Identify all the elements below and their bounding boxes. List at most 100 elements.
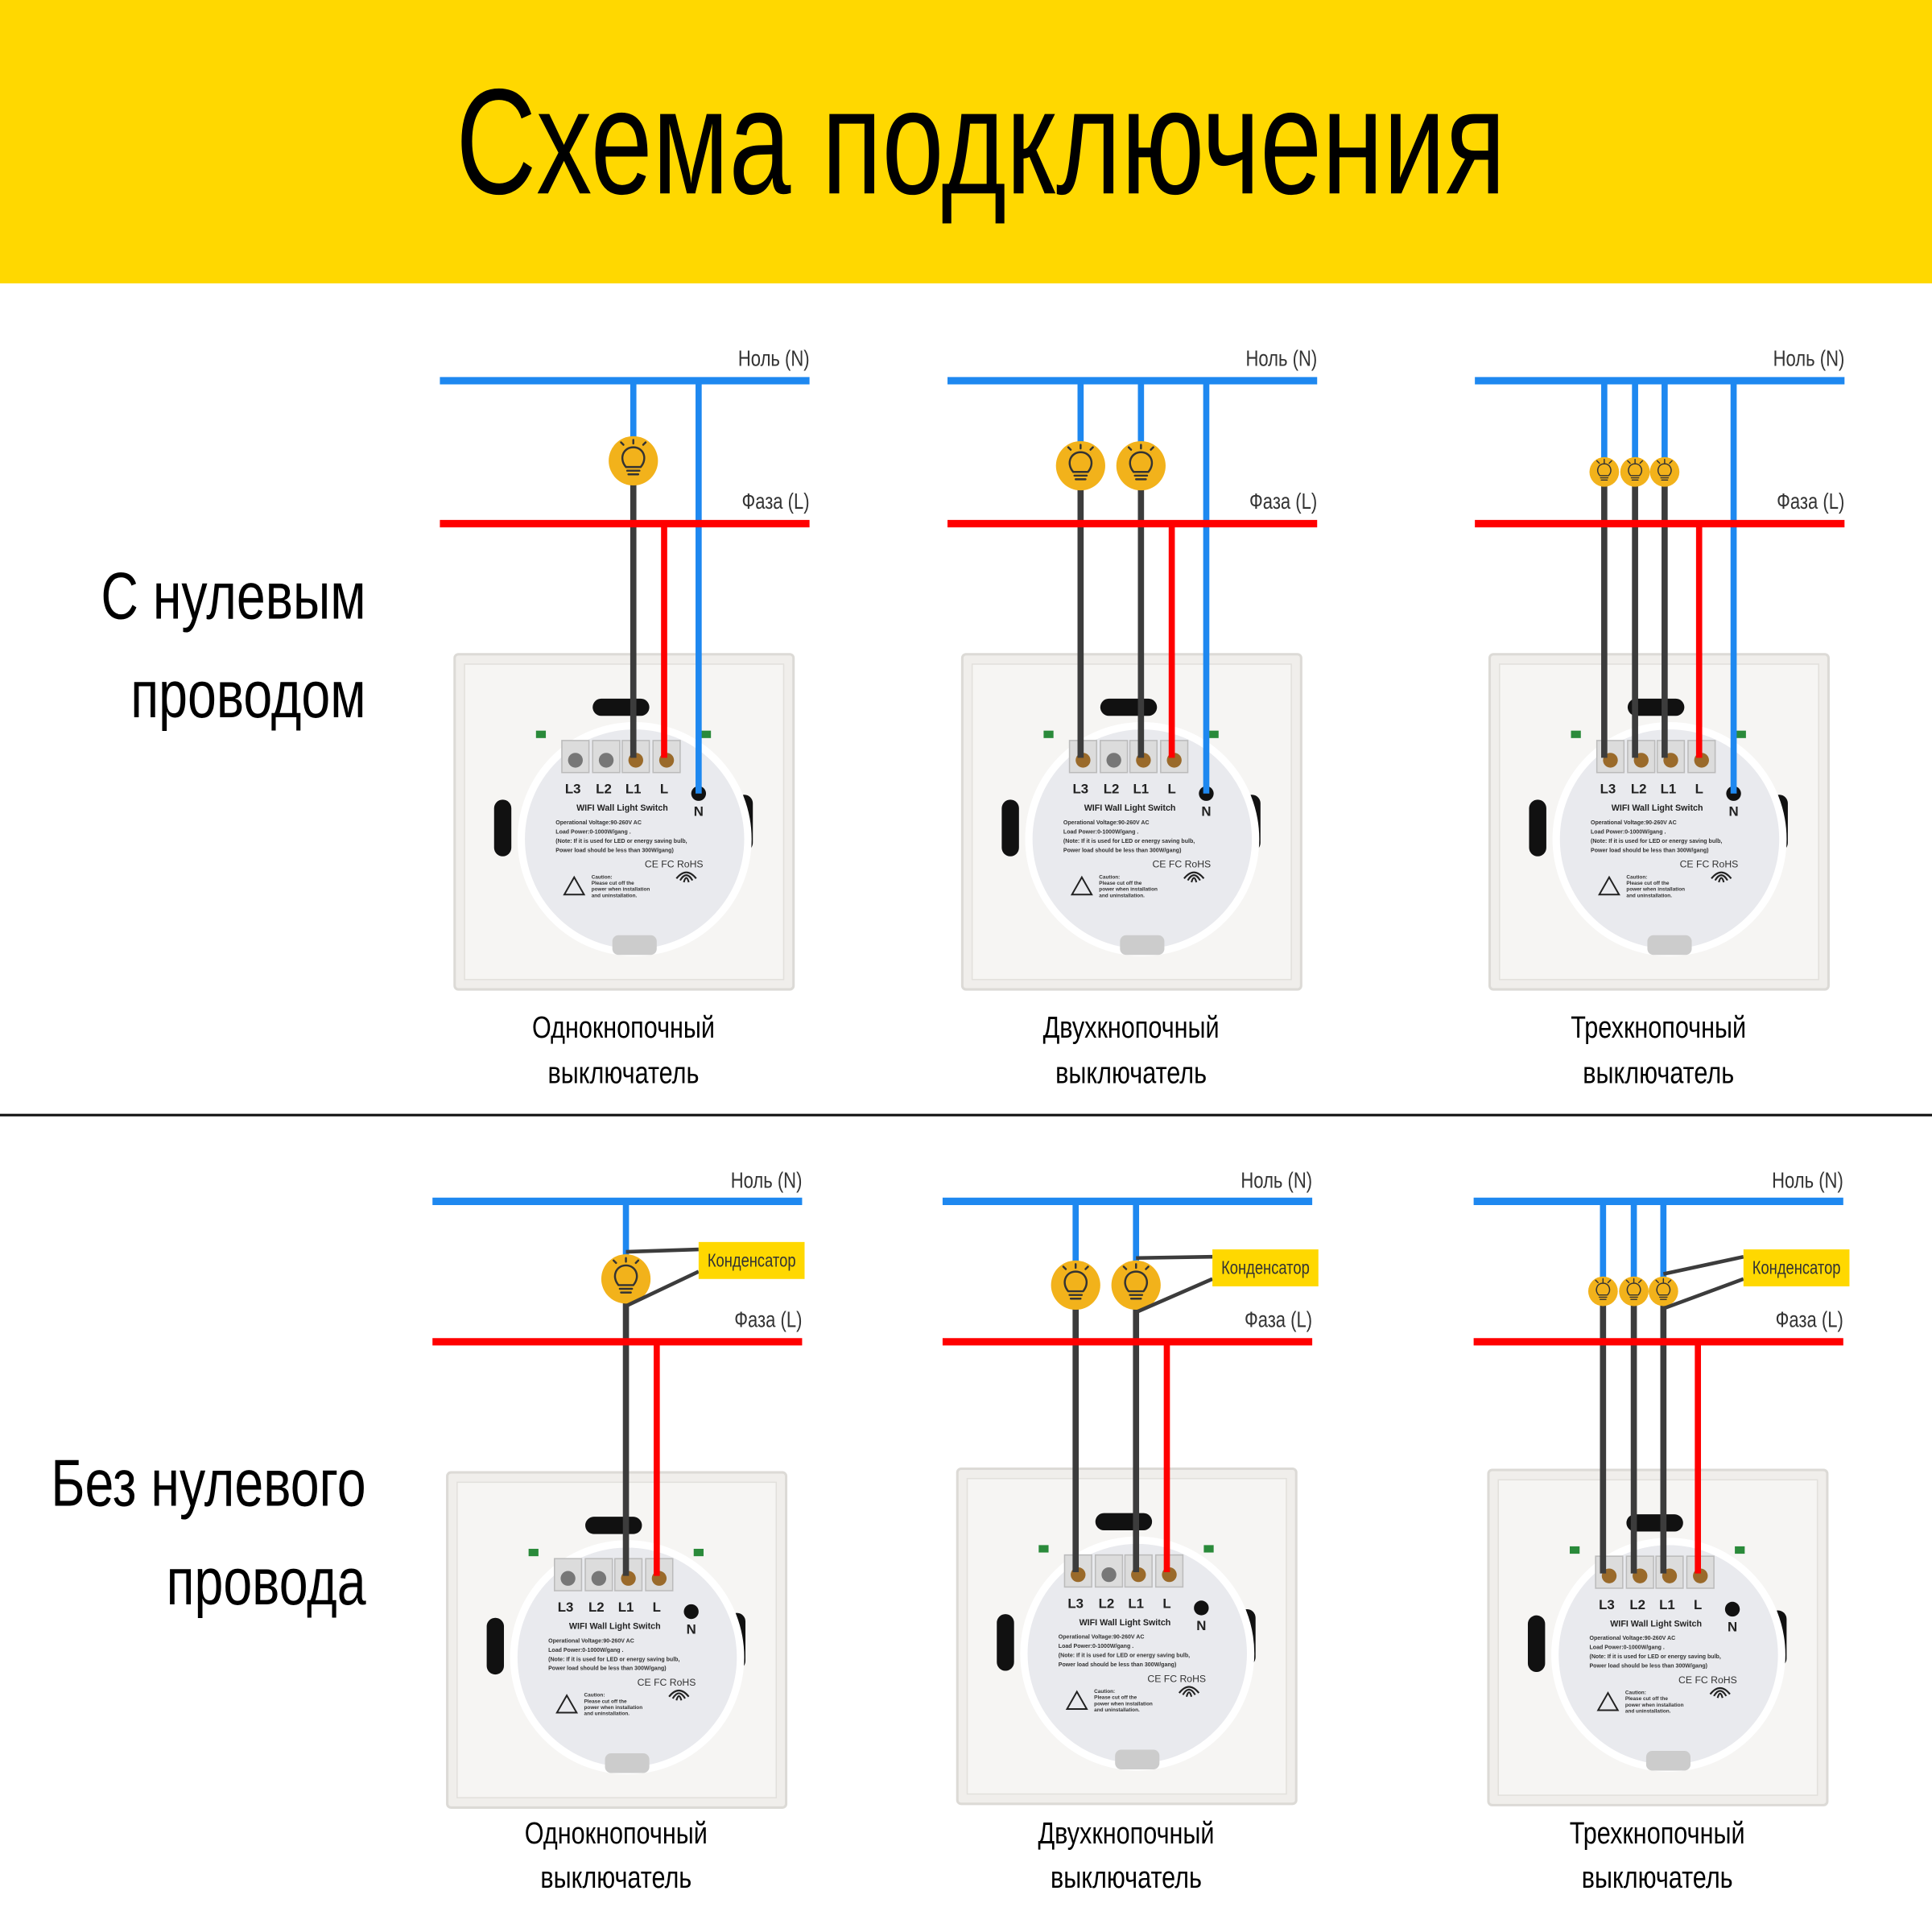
switch-caption-line: выключатель <box>548 1056 700 1090</box>
warning-icon <box>1070 875 1093 896</box>
capacitor-box <box>1212 1249 1319 1286</box>
led-left <box>1043 730 1054 738</box>
caution-line: Caution: <box>1094 1689 1115 1695</box>
wifi-arc <box>675 871 697 880</box>
bottom-clip <box>612 935 657 956</box>
lamp-circle <box>1051 1260 1100 1311</box>
terminal-label: L1 <box>618 1600 634 1615</box>
spec-line: Operational Voltage:90-260V AC <box>1063 820 1150 826</box>
lamp-icon <box>1649 456 1680 487</box>
caution-line: Caution: <box>584 1693 605 1699</box>
spec-line: Power load should be less than 300W/gang… <box>555 848 674 853</box>
terminal-label: L3 <box>1073 782 1089 797</box>
spec-line: (Note: If it is used for LED or energy s… <box>548 1657 679 1662</box>
phase-label: Фаза (L) <box>1777 489 1844 514</box>
lamp-circle <box>1116 440 1166 491</box>
led-right <box>1735 1546 1745 1554</box>
bottom-clip <box>1120 935 1165 956</box>
lamp-icon <box>1589 456 1620 487</box>
bottom-clip <box>1115 1749 1160 1769</box>
terminal-label: L2 <box>588 1600 605 1615</box>
caution-line: Caution: <box>1099 874 1120 880</box>
lamp-icon <box>1055 440 1105 491</box>
lamp-circle <box>1055 440 1105 491</box>
wifi-icon <box>1711 871 1732 883</box>
wifi-arc <box>675 1695 683 1701</box>
neutral-label: Ноль (N) <box>738 346 810 371</box>
led-left <box>528 1548 539 1557</box>
capacitor-label-group: Конденсатор <box>708 1251 796 1271</box>
wifi-arc <box>1709 1686 1731 1695</box>
phase-label: Фаза (L) <box>734 1307 802 1332</box>
switch-caption-line: Трехкнопочный <box>1571 1011 1746 1045</box>
terminal-label: L2 <box>1099 1596 1115 1611</box>
lamp-circle <box>609 436 658 486</box>
caution-line: Please cut off the <box>1094 1695 1137 1701</box>
wifi-icon <box>1183 871 1205 883</box>
capacitor-label-group: Конденсатор <box>1752 1258 1841 1278</box>
wifi-icon <box>675 871 697 883</box>
wifi-icon <box>668 1689 690 1701</box>
neutral-label: Ноль (N) <box>1772 1168 1843 1193</box>
cert-marks: CE FC RoHS <box>1147 1673 1206 1684</box>
capacitor-box <box>1743 1249 1850 1286</box>
terminal-label: L3 <box>565 782 581 797</box>
product-name: WIFI Wall Light Switch <box>576 803 668 813</box>
switch-caption-line-group: выключатель <box>1051 1861 1202 1895</box>
wifi-icon <box>1178 1686 1200 1697</box>
neutral-terminal-label: N <box>694 803 704 819</box>
terminal-label: L <box>660 782 668 797</box>
wifi-arc <box>679 874 694 881</box>
switch-caption-line-group: Двухкнопочный <box>1038 1817 1214 1851</box>
lamp-bulb-outline <box>613 1257 640 1294</box>
product-name: WIFI Wall Light Switch <box>1610 1619 1702 1629</box>
capacitor-lead <box>625 1269 700 1308</box>
cert-marks: CE FC RoHS <box>1152 859 1211 870</box>
spec-line: Power load should be less than 300W/gang… <box>1063 848 1182 853</box>
product-name: WIFI Wall Light Switch <box>569 1621 661 1631</box>
switch-caption-line-group: Однокнопочный <box>525 1817 708 1851</box>
capacitor-label: Конденсатор <box>1752 1258 1841 1278</box>
spec-line: Load Power:0-1000W/gang . <box>1591 829 1666 835</box>
terminal-label: L3 <box>1067 1596 1084 1611</box>
lamp-icon <box>601 1254 651 1304</box>
page-title: Схема подключения <box>456 57 1505 225</box>
section-label-line: проводом <box>130 657 365 732</box>
led-right <box>1203 1545 1214 1553</box>
bottom-clip <box>605 1753 650 1773</box>
wifi-icon <box>1709 1686 1731 1699</box>
lamp-icon <box>1116 440 1166 491</box>
terminal-screw <box>591 1571 607 1586</box>
spec-line: Load Power:0-1000W/gang . <box>1589 1645 1664 1651</box>
led-left <box>1571 730 1581 738</box>
neutral-label-group: Ноль (N) <box>1772 1168 1843 1193</box>
section-label-line: провода <box>167 1544 367 1619</box>
lamp-bulb-outline <box>1067 444 1094 481</box>
capacitor-lead <box>625 1247 699 1254</box>
spec-line: Load Power:0-1000W/gang . <box>1059 1644 1133 1649</box>
lamp-bulb-outline <box>1655 1278 1672 1300</box>
lamp-circle <box>1589 456 1620 487</box>
phase-label: Фаза (L) <box>741 489 809 514</box>
terminal-label: L1 <box>1659 1597 1675 1612</box>
warning-icon <box>1596 1691 1620 1711</box>
phase-label: Фаза (L) <box>1245 1307 1312 1332</box>
terminal-label: L1 <box>625 782 642 797</box>
phase-label-group: Фаза (L) <box>1776 1307 1843 1332</box>
lamp-icon <box>1620 456 1650 487</box>
phase-label: Фаза (L) <box>1249 489 1317 514</box>
terminal-screw <box>598 753 614 768</box>
terminal-label: L <box>653 1600 661 1615</box>
side-slot-left <box>1527 1615 1546 1673</box>
spec-line: (Note: If it is used for LED or energy s… <box>1591 839 1722 844</box>
terminal-label: L3 <box>558 1600 574 1615</box>
warning-icon <box>1598 875 1620 896</box>
spec-line: Power load should be less than 300W/gang… <box>548 1666 667 1672</box>
